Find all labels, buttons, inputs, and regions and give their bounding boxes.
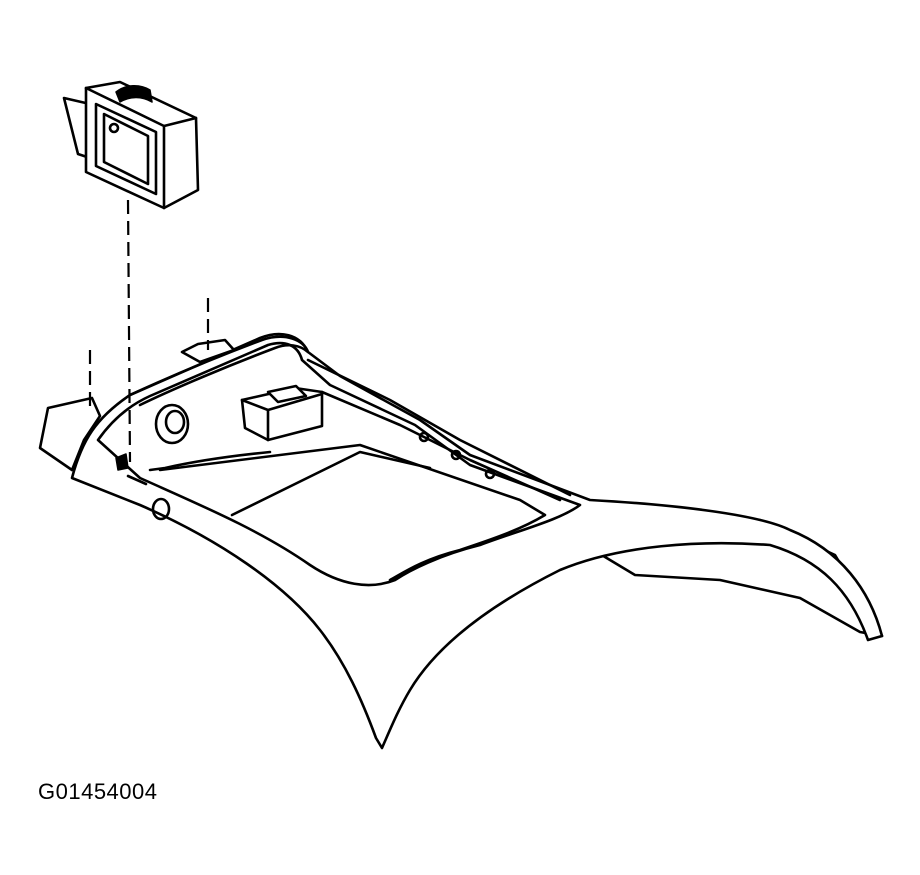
- console-right-inner-wall-2: [306, 358, 572, 497]
- front-bracket: [115, 453, 129, 471]
- console-tray-back-wall: [148, 450, 272, 472]
- rear-mounting-tab: [180, 338, 236, 364]
- switch-housing-bezel-inner: [102, 112, 150, 186]
- console-body: [38, 332, 884, 750]
- console-front-flange: [38, 396, 102, 472]
- assembly-line-switch: [126, 199, 132, 463]
- console-right-inner-wall: [320, 390, 562, 502]
- assembly-lines: [88, 199, 210, 463]
- cup-holder-box-top: [240, 392, 324, 442]
- screw-hole-2: [450, 449, 462, 461]
- console-inner-rim: [96, 341, 582, 587]
- switch-housing: [62, 80, 200, 210]
- console-tray-floor-edge: [230, 450, 432, 517]
- console-tray-floor: [158, 443, 547, 582]
- cup-holder-slot: [266, 384, 308, 404]
- switch-housing-knob: [115, 85, 153, 103]
- screw-hole-1: [418, 431, 430, 443]
- screw-hole-3: [484, 468, 496, 480]
- front-bracket-clip: [126, 474, 148, 486]
- switch-housing-indicator: [108, 122, 120, 134]
- switch-housing-front-face: [84, 86, 198, 210]
- console-outer-shell: [70, 332, 884, 750]
- figure-id-label: G01454004: [38, 779, 158, 804]
- console-side-hole: [151, 497, 171, 521]
- console-rear-lip: [128, 335, 310, 407]
- round-switch-inner: [164, 409, 186, 435]
